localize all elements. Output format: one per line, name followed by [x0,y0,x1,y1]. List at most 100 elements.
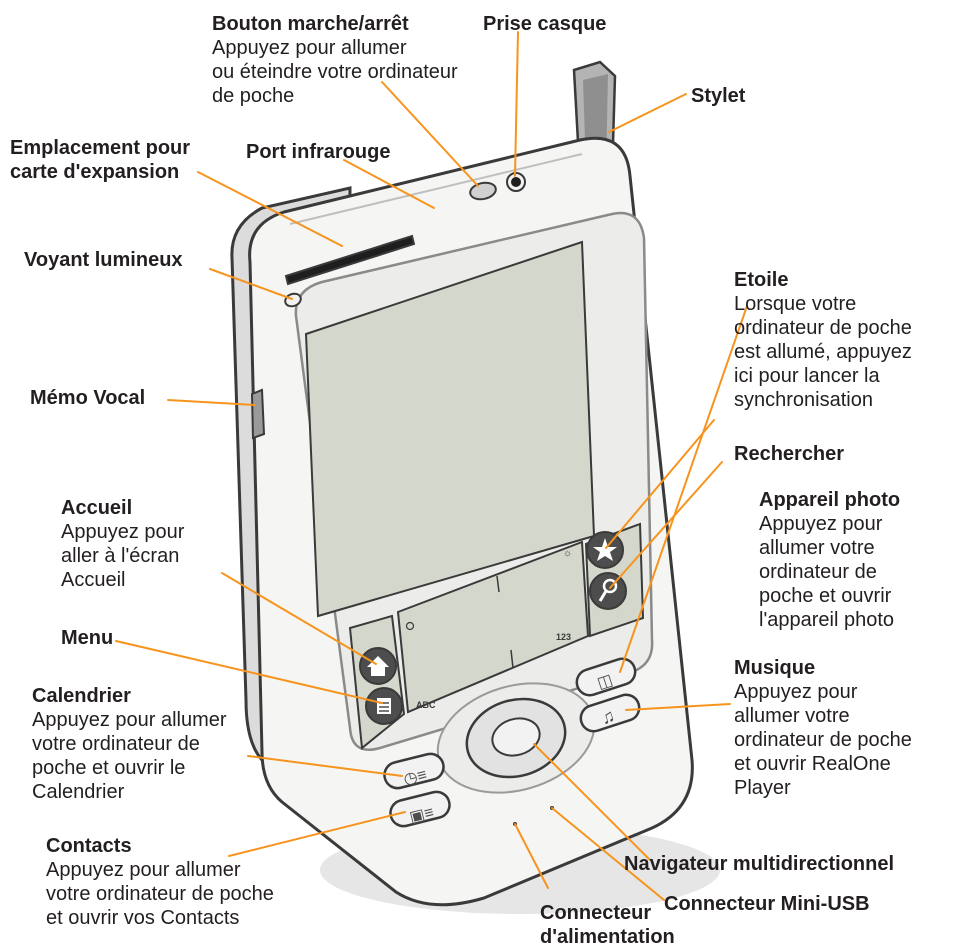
find-button[interactable] [589,572,627,610]
label-music-line-1: Appuyez pour [734,681,858,703]
clock-icon [405,621,415,631]
label-camera-line-2: allumer votre [759,537,875,559]
graffiti-abc: ABC [416,700,436,710]
leader-calendar [247,755,403,777]
calendar-button[interactable]: ◷≡ [382,751,447,791]
label-music-line-4: et ouvrir RealOne [734,753,891,775]
label-camera-line-5: l'appareil photo [759,609,895,631]
menu-button[interactable] [365,687,403,725]
label-calendar-title: Calendrier [32,685,131,707]
label-music-line-2: allumer votre [734,705,850,727]
label-star-title: Etoile [734,269,789,291]
leader-expansion [197,171,343,247]
label-star-line-3: est allumé, appuyez [734,341,912,363]
leader-headphone [514,31,519,177]
svg-text:▣≡: ▣≡ [408,804,436,826]
label-power-line-1: Appuyez pour allumer [212,37,407,59]
power-button[interactable] [469,180,498,201]
label-calendar-line-4: Calendrier [32,781,125,803]
graffiti-123: 123 [556,632,571,642]
leader-mini-usb [551,807,665,901]
label-power-connector: Connecteur d'alimentation [540,901,675,949]
graffiti-area [396,540,590,714]
navigator-center[interactable] [488,713,544,761]
leader-menu [115,640,383,704]
label-menu: Menu [61,626,113,650]
label-star-line-4: ici pour lancer la [734,365,880,387]
label-calendar-line-1: Appuyez pour allumer [32,709,227,731]
svg-text:◫: ◫ [595,672,615,693]
label-camera-title: Appareil photo [759,489,901,511]
label-music-line-5: Player [734,777,791,799]
label-stylus: Stylet [691,84,745,108]
leader-find [609,461,723,589]
leader-power [381,81,479,187]
label-find-title: Rechercher [734,443,845,465]
label-voice-memo-title: Mémo Vocal [30,387,146,409]
label-calendar-line-3: poche et ouvrir le [32,757,186,779]
voice-memo-button[interactable] [250,388,266,440]
label-power-line-3: de poche [212,85,295,107]
label-contacts: Contacts Appuyez pour allumer votre ordi… [46,834,274,930]
label-power-connector-title-1: Connecteur [540,902,652,924]
label-power-connector-title-2: d'alimentation [540,926,675,948]
star-button[interactable] [586,531,624,569]
svg-text:◷≡: ◷≡ [402,766,429,788]
label-led: Voyant lumineux [24,248,183,272]
label-headphone: Prise casque [483,12,606,36]
label-star-line-5: synchronisation [734,389,873,411]
contacts-button[interactable]: ▣≡ [388,789,453,829]
label-stylus-title: Stylet [691,85,746,107]
expansion-slot [284,234,416,286]
label-voice-memo: Mémo Vocal [30,386,145,410]
label-camera-line-4: poche et ouvrir [759,585,892,607]
leader-infrared [343,159,435,209]
leader-camera [619,305,748,673]
leader-music [625,703,731,711]
label-home-line-1: Appuyez pour [61,521,185,543]
label-expansion-title-1: Emplacement pour [10,137,191,159]
label-contacts-title: Contacts [46,835,132,857]
leader-power-connector [514,823,549,889]
label-expansion-title-2: carte d'expansion [10,161,180,183]
label-mini-usb: Connecteur Mini-USB [664,892,870,916]
label-contacts-line-2: votre ordinateur de poche [46,883,274,905]
label-infrared-title: Port infrarouge [246,141,391,163]
leader-contacts [228,811,406,857]
leader-stylus [608,93,687,133]
music-button[interactable]: ♫ [577,691,642,734]
label-home-title: Accueil [61,497,133,519]
label-camera-line-3: ordinateur de [759,561,877,583]
label-calendar-line-2: votre ordinateur de [32,733,200,755]
brightness-icon: ☼ [563,548,572,559]
label-home-line-2: aller à l'écran [61,545,180,567]
leader-home [221,572,377,665]
leader-led [209,268,293,300]
svg-text:♫: ♫ [598,705,617,728]
label-navigator-title: Navigateur multidirectionnel [624,853,895,875]
label-contacts-line-1: Appuyez pour allumer [46,859,241,881]
label-home-line-3: Accueil [61,569,126,591]
label-find: Rechercher [734,442,844,466]
label-music: Musique Appuyez pour allumer votre ordin… [734,656,912,800]
label-home: Accueil Appuyez pour aller à l'écran Acc… [61,496,184,592]
label-mini-usb-title: Connecteur Mini-USB [664,893,870,915]
label-star: Etoile Lorsque votre ordinateur de poche… [734,268,912,412]
label-infrared: Port infrarouge [246,140,390,164]
led-indicator [284,292,302,308]
label-camera: Appareil photo Appuyez pour allumer votr… [759,488,900,632]
label-navigator: Navigateur multidirectionnel [624,852,894,876]
home-button[interactable] [359,647,397,685]
label-power-line-2: ou éteindre votre ordinateur [212,61,458,83]
label-music-line-3: ordinateur de poche [734,729,912,751]
leader-voice-memo [167,399,256,406]
label-led-title: Voyant lumineux [24,249,183,271]
label-power: Bouton marche/arrêt Appuyez pour allumer… [212,12,458,108]
label-music-title: Musique [734,657,816,679]
label-contacts-line-3: et ouvrir vos Contacts [46,907,240,929]
label-power-title: Bouton marche/arrêt [212,13,409,35]
label-calendar: Calendrier Appuyez pour allumer votre or… [32,684,227,804]
label-star-line-2: ordinateur de poche [734,317,912,339]
